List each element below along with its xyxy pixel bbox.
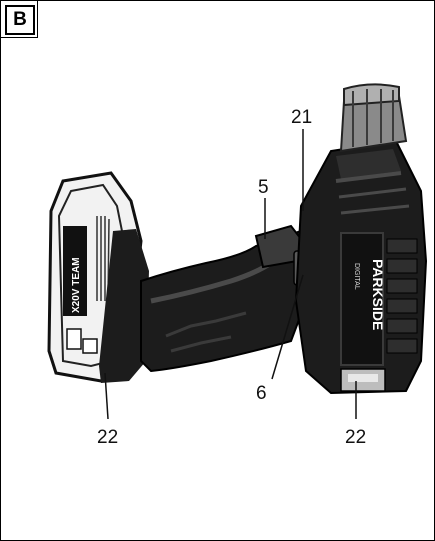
charge-indicator-icon — [66, 328, 82, 350]
battery-branding: X20V TEAM — [71, 257, 82, 313]
drill-body: PARKSIDE DIGITAL — [294, 139, 428, 395]
tool-branding: PARKSIDE — [370, 259, 386, 330]
callout-6: 6 — [256, 383, 267, 404]
callout-5: 5 — [258, 177, 269, 198]
callout-22-base: 22 — [345, 427, 367, 448]
parkside-label-panel — [340, 232, 384, 366]
tool-sub-branding: DIGITAL — [353, 263, 360, 290]
battery-pack: X20V TEAM — [47, 171, 149, 383]
leader-lines — [104, 129, 357, 420]
callout-22-battery: 22 — [97, 427, 119, 448]
panel-tab: B — [1, 1, 38, 38]
battery-button-icon — [82, 338, 98, 354]
drill-handle — [140, 224, 309, 373]
callout-21: 21 — [291, 107, 313, 128]
panel-label: B — [5, 5, 35, 35]
drill-chuck — [339, 83, 408, 153]
battery-logo — [63, 226, 87, 316]
